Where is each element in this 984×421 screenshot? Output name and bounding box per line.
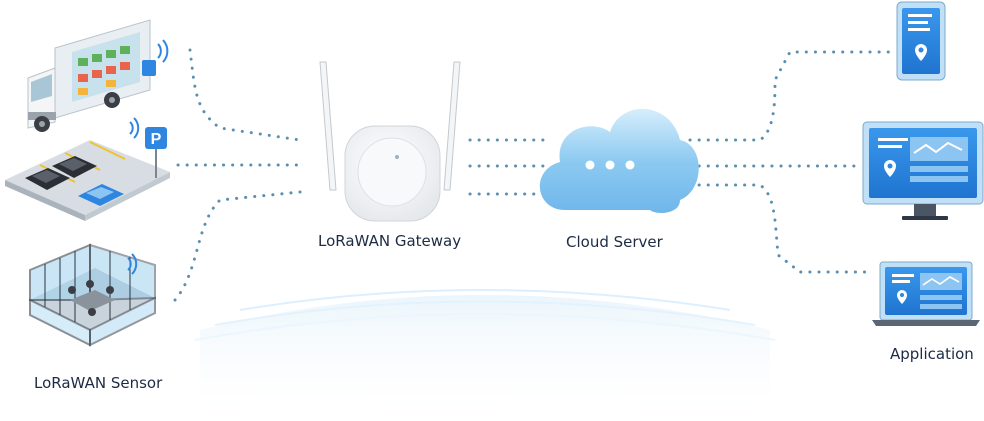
floor-glow [194, 289, 776, 421]
gateway-cloud-links [468, 138, 547, 196]
parking-sign-icon [145, 127, 167, 149]
car-icon [52, 156, 97, 178]
gateway-label: LoRaWAN Gateway [318, 232, 462, 250]
parking-sign-letter: P [151, 131, 162, 148]
refrigerated-truck-icon [27, 19, 169, 132]
meeting-room-icon [29, 243, 156, 347]
gateway-icon [319, 61, 461, 222]
tablet-icon [896, 1, 946, 81]
sensor-links [173, 48, 302, 302]
sensor-label: LoRaWAN Sensor [34, 374, 163, 392]
parking-lot-icon: P [5, 117, 170, 221]
cloud-app-links [688, 50, 892, 274]
laptop-icon [872, 261, 980, 326]
car-icon [25, 168, 70, 190]
cloud-server-label: Cloud Server [566, 233, 663, 251]
monitor-icon [862, 121, 984, 220]
application-label: Application [890, 345, 974, 363]
cloud-server-icon [539, 108, 699, 213]
car-icon [78, 184, 124, 206]
